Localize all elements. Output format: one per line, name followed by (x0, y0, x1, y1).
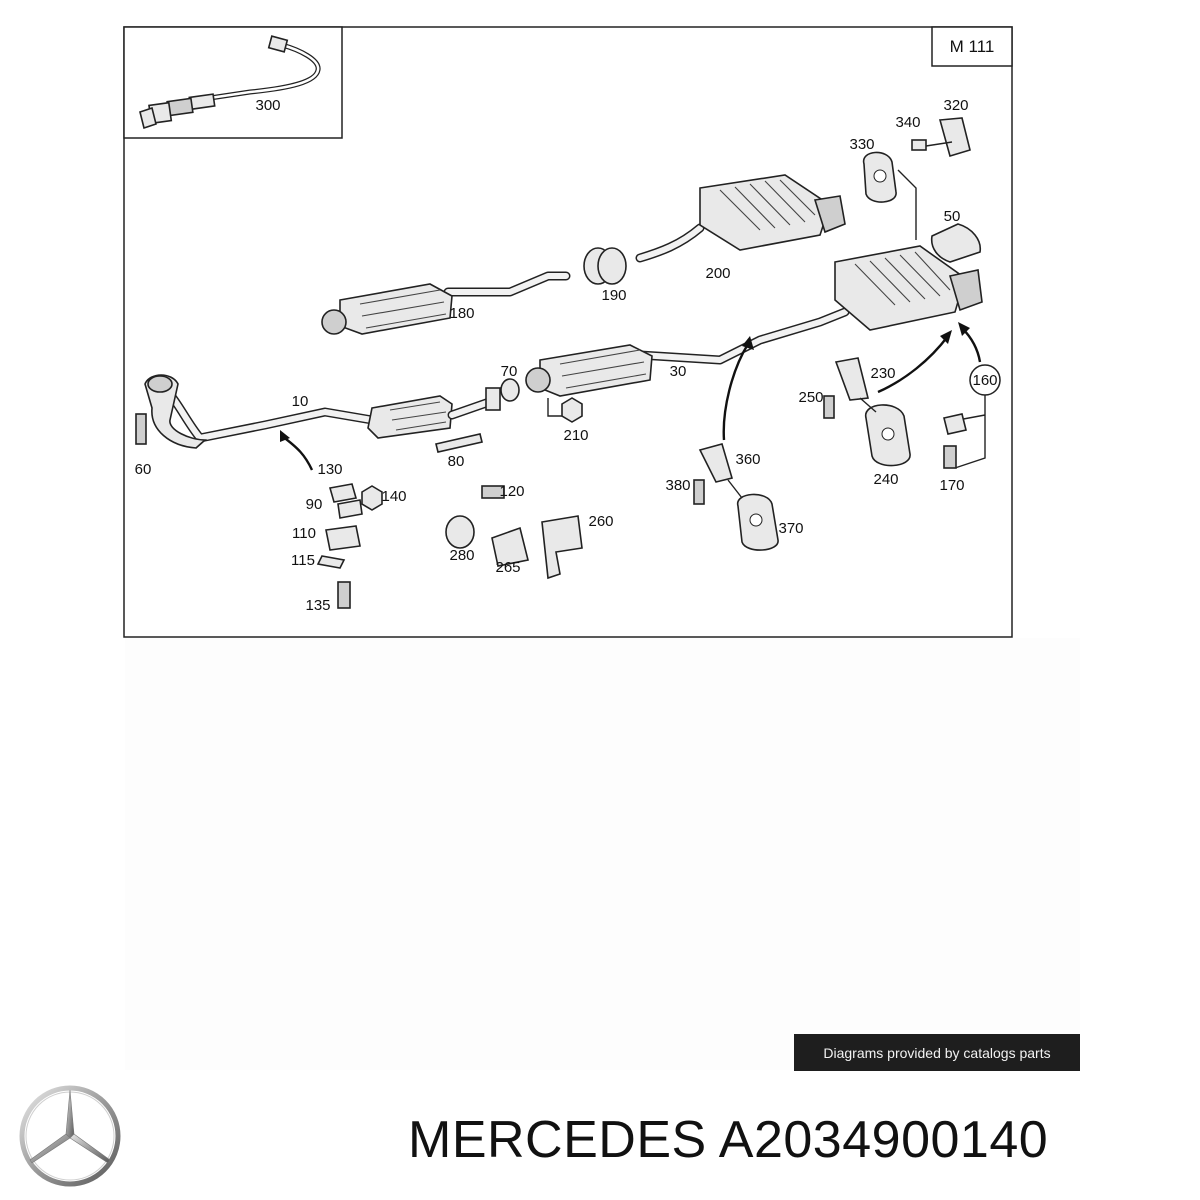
part-label: 90 (306, 496, 323, 513)
clamp-190 (583, 247, 627, 285)
mercedes-star-icon (19, 1085, 121, 1187)
part-label: 130 (317, 461, 342, 478)
middle-pipe (525, 307, 850, 397)
part-label: 340 (895, 114, 920, 131)
assembly-arrows (280, 322, 982, 471)
part-label: 110 (292, 525, 316, 542)
rear-muffler-upper (635, 174, 846, 263)
tailpipe-trim (930, 223, 982, 263)
part-label: 380 (665, 477, 690, 494)
part-label: 70 (501, 363, 518, 380)
bolt-set (135, 397, 583, 453)
hanger-set-lower (823, 357, 911, 467)
small-parts-set (316, 483, 383, 609)
part-label: 230 (870, 365, 895, 382)
part-label: 180 (449, 305, 474, 322)
bracket-set (445, 485, 583, 580)
hanger-set-upper (863, 117, 971, 240)
part-label: 280 (449, 547, 474, 564)
part-label: 300 (255, 97, 280, 114)
part-label: 210 (563, 427, 588, 444)
model-tag: M 111 (950, 37, 995, 56)
part-label: 200 (705, 265, 730, 282)
front-pipe (144, 374, 501, 449)
part-label: 320 (943, 97, 968, 114)
hanger-set-middle (693, 443, 779, 551)
clamp-70 (500, 378, 520, 402)
part-label: 60 (135, 461, 152, 478)
part-label: 190 (601, 287, 626, 304)
upper-pipe (321, 271, 571, 335)
part-label: 120 (499, 483, 524, 500)
part-label: 30 (670, 363, 687, 380)
part-label: 50 (944, 208, 961, 225)
part-label: 10 (292, 393, 309, 410)
clamp-160-group (943, 364, 1001, 469)
part-label: 135 (305, 597, 330, 614)
part-label: 160 (972, 372, 997, 389)
part-label: 265 (495, 559, 520, 576)
part-label: 330 (849, 136, 874, 153)
part-label: 260 (588, 513, 613, 530)
part-label: 140 (381, 488, 406, 505)
part-label: 170 (939, 477, 964, 494)
part-label: 240 (873, 471, 898, 488)
part-caption: MERCEDES A2034900140 (408, 1111, 1049, 1169)
credit-badge: Diagrams provided by catalogs parts (794, 1034, 1080, 1071)
part-labels: 300 320 340 330 50 200 190 180 70 30 10 … (135, 97, 998, 614)
model-tag-box: M 111 (931, 26, 1013, 67)
oxygen-sensor-inset (123, 26, 343, 139)
part-label: 80 (448, 453, 465, 470)
page-backdrop (125, 638, 1080, 1070)
part-label: 370 (778, 520, 803, 537)
part-label: 115 (291, 552, 315, 569)
part-label: 360 (735, 451, 760, 468)
part-label: 250 (798, 389, 823, 406)
rear-muffler-lower (834, 245, 983, 331)
